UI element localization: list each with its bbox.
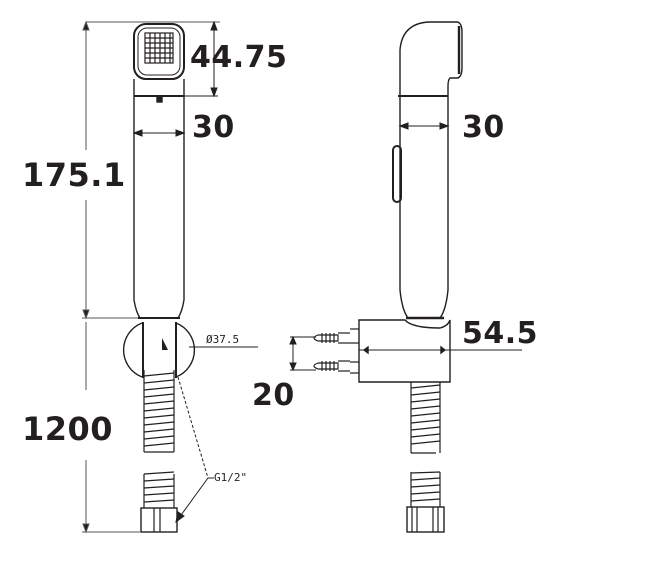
- total-height-dimension-line: [82, 20, 220, 320]
- head-height-label: 44.75: [190, 40, 288, 75]
- head-height-dimension-line: [184, 20, 218, 98]
- hose-length-dimension-line: [82, 322, 140, 534]
- handle-body-front: [133, 79, 185, 319]
- sprayer-head-front: [133, 23, 185, 80]
- handle-width-label-side: 30: [462, 110, 505, 145]
- front-view: [82, 20, 258, 534]
- wall-bracket-side: [358, 319, 522, 383]
- total-height-label: 175.1: [22, 156, 126, 194]
- holder-diameter-callout: Ø37.5: [206, 333, 240, 346]
- thread-callout-leader: [175, 376, 214, 524]
- wall-holder-front: [122, 322, 258, 378]
- thread-size-callout: G1/2": [214, 471, 248, 484]
- bracket-depth-label: 54.5: [462, 316, 539, 351]
- anchor-spacing-dimension-line: [289, 335, 316, 372]
- hose-upper-side: [410, 382, 441, 454]
- side-view: [289, 21, 522, 533]
- wall-anchor-upper: [313, 328, 359, 344]
- anchor-spacing-label: 20: [252, 378, 295, 413]
- handle-width-dimension-line-front: [132, 129, 186, 137]
- hose-length-label: 1200: [22, 410, 114, 448]
- handle-width-dimension-line-side: [398, 122, 450, 130]
- wall-anchor-lower: [313, 360, 359, 374]
- handle-width-label-front: 30: [192, 110, 235, 145]
- nozzle-grid-icon: [144, 32, 174, 64]
- hose-upper-front: [143, 370, 175, 453]
- handle-body-side: [392, 95, 449, 320]
- sprayer-head-side: [399, 21, 463, 96]
- hose-lower-side: [406, 471, 445, 533]
- hose-lower-front: [140, 471, 178, 533]
